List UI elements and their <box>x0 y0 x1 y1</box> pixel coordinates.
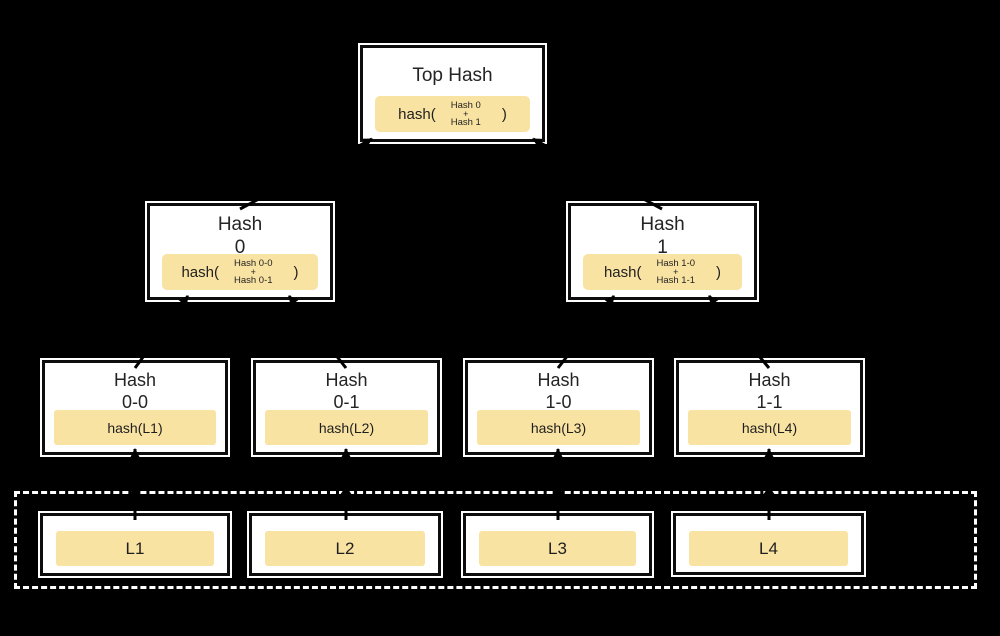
node-top-hash: Top Hash hash( Hash 0 + Hash 1 ) <box>358 43 547 144</box>
plus-sign: + <box>250 267 256 277</box>
data-block-l3: L3 <box>461 511 654 578</box>
hash-label: hash(L2) <box>265 410 428 445</box>
hash-args: Hash 0 + Hash 1 <box>450 100 481 128</box>
hash-fn-open: hash( <box>603 263 642 281</box>
data-block-label: L2 <box>265 531 425 566</box>
hash-arg-top: Hash 1-0 <box>656 258 696 269</box>
hash-label: hash(L1) <box>54 410 216 445</box>
data-block-l1: L1 <box>38 511 232 578</box>
data-block-label: L3 <box>479 531 636 566</box>
hash-fn-close: ) <box>501 105 507 123</box>
hash-label: hash(L4) <box>688 410 851 445</box>
hash-args: Hash 0-0 + Hash 0-1 <box>233 258 273 286</box>
hash-formula: hash( Hash 0-0 + Hash 0-1 ) <box>162 254 318 290</box>
plus-sign: + <box>463 109 469 119</box>
data-block-label: L1 <box>56 531 214 566</box>
node-title: Top Hash <box>412 65 493 86</box>
data-block-label: L4 <box>689 531 848 566</box>
hash-formula: hash( Hash 0 + Hash 1 ) <box>375 96 530 132</box>
hash-formula: hash( Hash 1-0 + Hash 1-1 ) <box>583 254 742 290</box>
hash-fn-close: ) <box>716 263 722 281</box>
hash-arg-bottom: Hash 1 <box>450 117 481 128</box>
hash-arg-bottom: Hash 0-1 <box>233 275 273 286</box>
hash-fn-close: ) <box>293 263 299 281</box>
hash-args: Hash 1-0 + Hash 1-1 <box>656 258 696 286</box>
hash-arg-top: Hash 0 <box>450 100 481 111</box>
hash-arg-top: Hash 0-0 <box>233 258 273 269</box>
hash-arg-bottom: Hash 1-1 <box>656 275 696 286</box>
plus-sign: + <box>673 267 679 277</box>
hash-label: hash(L3) <box>477 410 640 445</box>
hash-fn-open: hash( <box>181 263 219 281</box>
hash-fn-open: hash( <box>398 105 436 123</box>
data-block-l2: L2 <box>247 511 443 578</box>
data-block-l4: L4 <box>671 511 866 577</box>
